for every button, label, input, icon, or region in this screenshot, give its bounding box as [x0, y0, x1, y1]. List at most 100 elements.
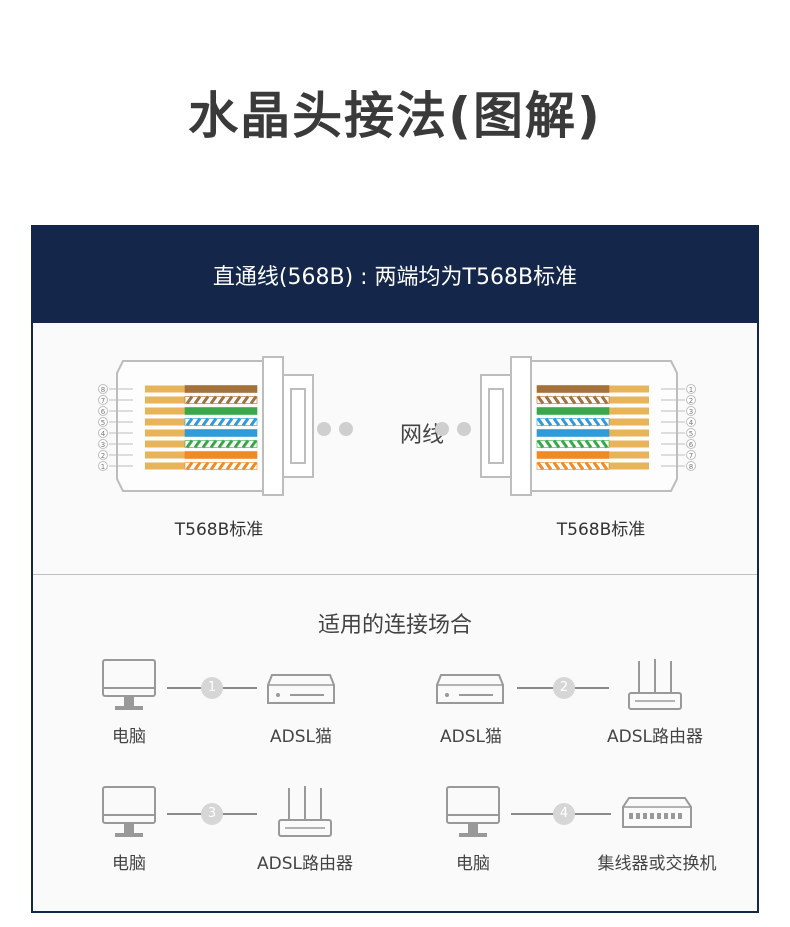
computer-icon [102, 659, 156, 710]
wire-stripe [193, 417, 202, 427]
gold-contact [609, 440, 649, 448]
computer-icon [446, 786, 500, 837]
wire-stripe [217, 417, 226, 427]
wire-stripe [225, 395, 234, 405]
wire-stripe [241, 395, 250, 405]
gold-contact [609, 418, 649, 426]
scenario-3-to: ADSL路由器 [257, 854, 353, 874]
router-icon [628, 659, 682, 710]
wire-stripe [568, 461, 577, 471]
scenario-2-to: ADSL路由器 [607, 727, 703, 747]
gold-contact [609, 429, 649, 437]
wire-stripe [201, 461, 210, 471]
cable-dot [339, 422, 353, 436]
wire-stripe [592, 395, 601, 405]
scenario-1-number: 1 [201, 677, 223, 699]
wire-stripe [241, 417, 250, 427]
wire-stripe [560, 461, 569, 471]
scenario-4-to: 集线器或交换机 [597, 854, 717, 874]
scenario-4-number: 4 [553, 803, 575, 825]
connector-latch-frame [262, 356, 284, 496]
wire-stripe [536, 395, 545, 405]
wire-stripe [249, 417, 258, 427]
wire-stripe [209, 417, 218, 427]
pin-marker [98, 395, 108, 405]
pin-number: 5 [689, 430, 693, 438]
pin-marker [98, 417, 108, 427]
wire [184, 429, 258, 437]
gold-contact [145, 385, 185, 393]
wire-stripe [576, 395, 585, 405]
wire-stripe [552, 395, 561, 405]
wire-stripe [225, 417, 234, 427]
cable-dot [457, 422, 471, 436]
right-connector-label: T568B标准 [556, 520, 646, 540]
wire-stripe [584, 439, 593, 449]
wire-stripe [233, 461, 242, 471]
wire-stripe [185, 461, 194, 471]
wire [536, 429, 610, 437]
pin-marker [686, 406, 696, 416]
wire-stripe [185, 417, 194, 427]
wire-stripe [249, 461, 258, 471]
pin-number: 7 [101, 397, 105, 405]
wire-stripe [233, 395, 242, 405]
pin-number: 2 [101, 452, 105, 460]
wire-stripe [185, 395, 194, 405]
wire-stripe [584, 461, 593, 471]
router-icon [278, 786, 332, 837]
wire-stripe [225, 439, 234, 449]
page-title: 水晶头接法(图解) [188, 87, 602, 145]
pin-marker [686, 395, 696, 405]
scenario-2-from: ADSL猫 [440, 727, 502, 747]
connector-clip [480, 374, 512, 478]
wire-stripe [568, 439, 577, 449]
wire-stripe [576, 439, 585, 449]
wire-stripe [600, 461, 609, 471]
pin-number: 6 [101, 408, 106, 416]
pin-number: 6 [689, 441, 694, 449]
pin-marker [98, 428, 108, 438]
pin-number: 1 [101, 463, 105, 471]
header-text: 直通线(568B) : 两端均为T568B标准 [212, 265, 578, 290]
connector-body [520, 360, 678, 492]
wire [536, 385, 610, 393]
wire-stripe [584, 417, 593, 427]
wire-stripe [592, 461, 601, 471]
wire [184, 385, 258, 393]
gold-contact [609, 396, 649, 404]
pin-marker [686, 439, 696, 449]
scenario-1-to: ADSL猫 [270, 727, 332, 747]
wire-stripe [584, 395, 593, 405]
pin-marker [98, 384, 108, 394]
cable-dot [435, 422, 449, 436]
wire [536, 451, 610, 459]
pin-number: 2 [689, 397, 693, 405]
pin-number: 3 [101, 441, 105, 449]
gold-contact [145, 451, 185, 459]
scenario-3-number: 3 [201, 803, 223, 825]
wire-stripe [552, 417, 561, 427]
wire [536, 407, 610, 415]
wire-stripe [193, 439, 202, 449]
wire-stripe [241, 439, 250, 449]
pin-marker [686, 450, 696, 460]
connector-latch-frame [510, 356, 532, 496]
pin-marker [686, 417, 696, 427]
wire-stripe [592, 417, 601, 427]
connector-clip [282, 374, 314, 478]
wire-stripe [600, 417, 609, 427]
pin-marker [98, 439, 108, 449]
gold-contact [145, 440, 185, 448]
pin-number: 4 [689, 419, 694, 427]
wire-stripe [201, 417, 210, 427]
wire-stripe [560, 417, 569, 427]
gold-contact [145, 462, 185, 470]
pin-marker [98, 406, 108, 416]
gold-contact [145, 418, 185, 426]
pin-marker [98, 461, 108, 471]
scenario-2-number: 2 [553, 677, 575, 699]
scenario-4-from: 电脑 [456, 854, 490, 874]
